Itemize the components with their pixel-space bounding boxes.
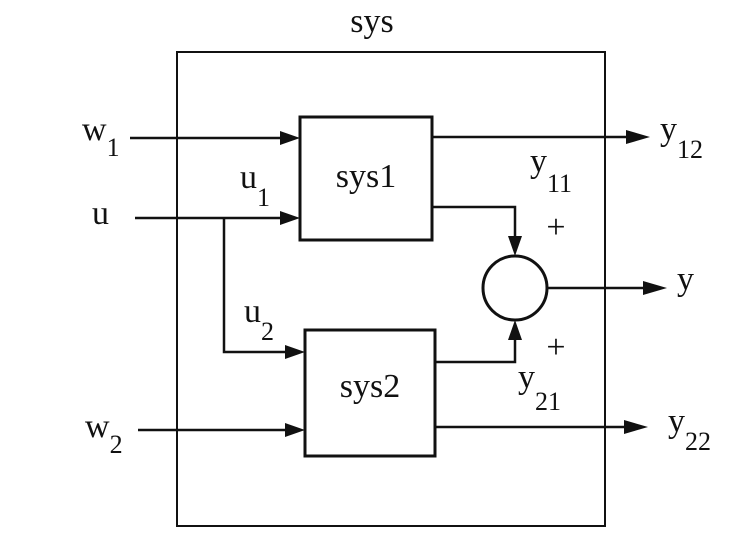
arrowhead-u1 [280, 211, 300, 225]
wire-y11 [432, 205, 517, 240]
arrowhead-w2 [285, 423, 305, 437]
sum-sign-top: + [546, 209, 565, 246]
system-label: sys [350, 3, 393, 40]
sys1-label: sys1 [336, 158, 396, 195]
label-w2: w2 [85, 408, 123, 459]
label-u1: u1 [240, 159, 270, 212]
arrowhead-y21 [508, 320, 522, 340]
sys2-block [303, 328, 437, 458]
arrowhead-y [643, 281, 667, 295]
label-y11: y11 [530, 143, 572, 198]
summing-junction [481, 254, 549, 322]
label-u: u [92, 195, 109, 232]
sys2-label: sys2 [340, 368, 400, 405]
wire-y21 [435, 336, 517, 364]
label-y22: y22 [668, 403, 711, 456]
sys1-block [298, 115, 434, 242]
wire-u2-branch [222, 218, 289, 354]
arrowhead-w1 [280, 131, 300, 145]
arrowhead-y22 [624, 420, 648, 434]
label-w1: w1 [82, 111, 120, 162]
label-u2: u2 [244, 293, 274, 346]
arrowhead-y11 [508, 236, 522, 256]
label-y: y [677, 261, 694, 298]
label-y12: y12 [660, 111, 703, 164]
label-y21: y21 [518, 359, 561, 416]
arrowhead-y12 [626, 130, 650, 144]
sum-sign-bottom: + [546, 329, 565, 366]
arrowhead-u2 [285, 345, 305, 359]
